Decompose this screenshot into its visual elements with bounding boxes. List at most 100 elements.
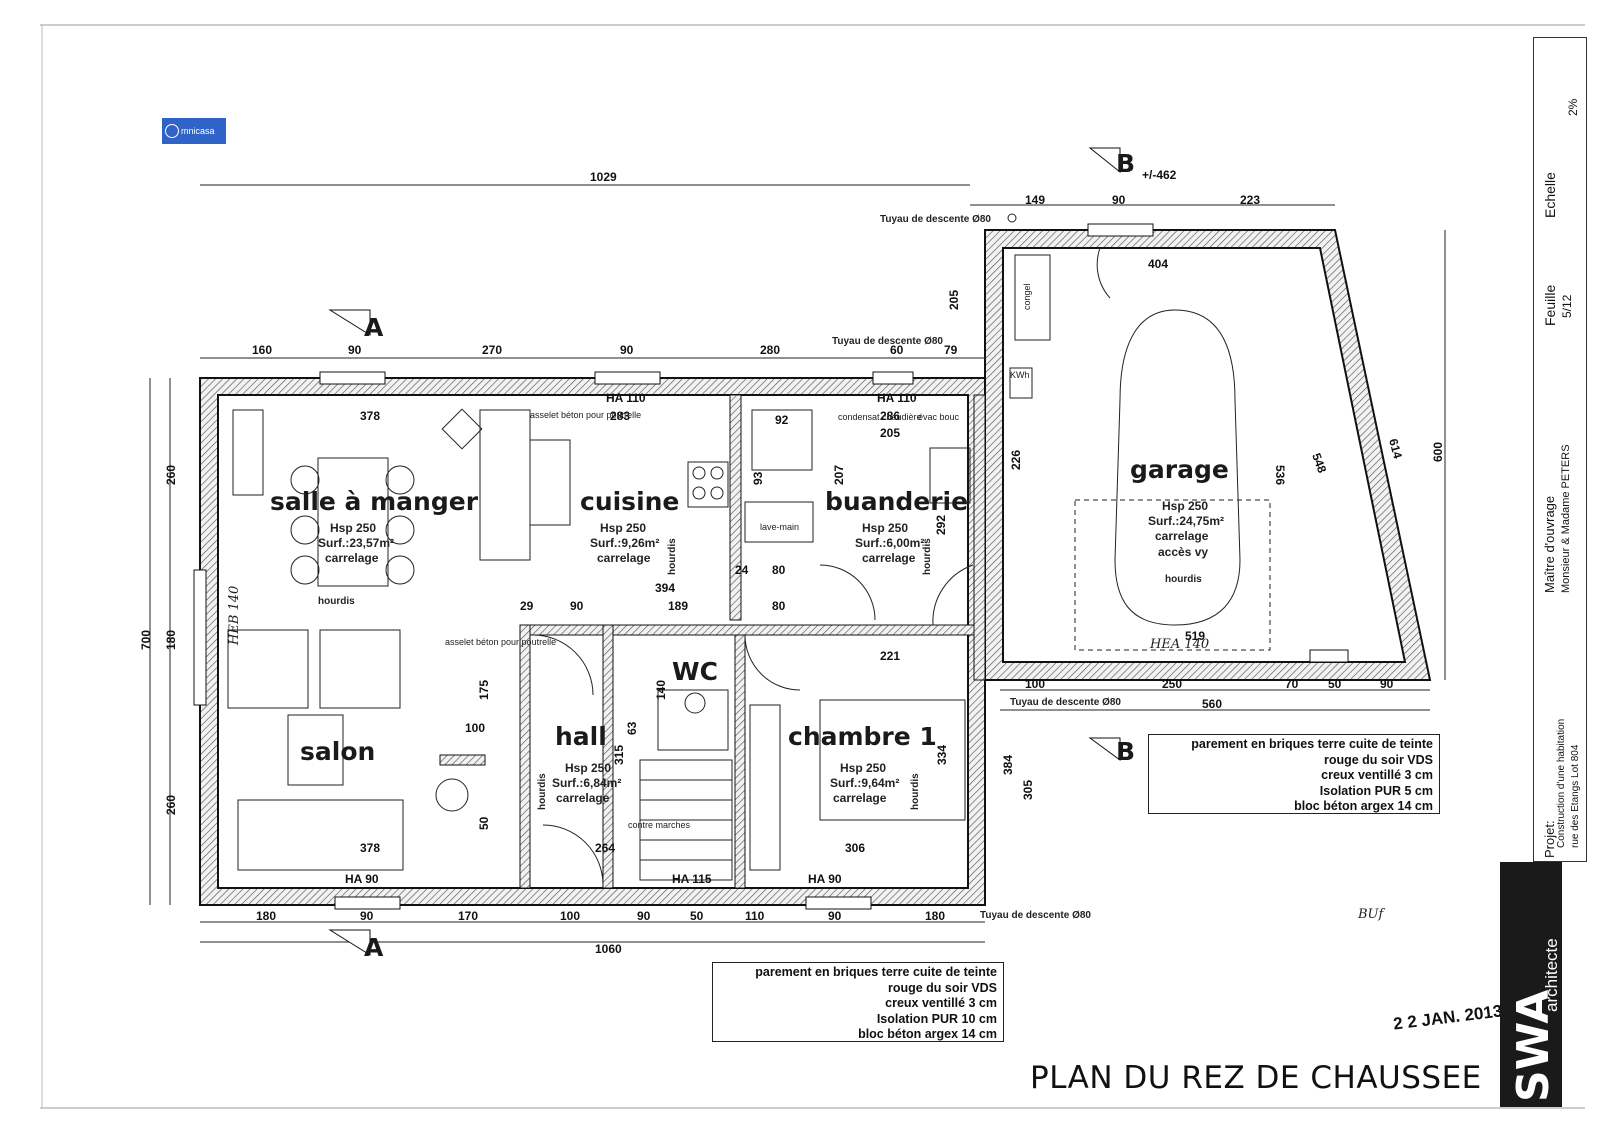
dim-bottom-total: 1060: [595, 942, 622, 956]
dim-interior: 207: [832, 465, 846, 485]
room-surface: Surf.:6,00m²: [855, 536, 924, 550]
room-floor: carrelage: [597, 551, 651, 565]
cooktop: [687, 461, 729, 508]
logo-text: mnicasa: [181, 126, 215, 136]
wall-interior: [729, 394, 742, 621]
cartouche-feuille-value: 5/12: [1560, 294, 1574, 318]
window: [193, 569, 207, 706]
cartouche-maitre-label: Maître d'ouvrage: [1542, 495, 1557, 593]
dim-bottom: 100: [560, 909, 580, 923]
room-name-chambre: chambre 1: [788, 722, 937, 751]
room-floor: carrelage: [1155, 529, 1209, 543]
room-name-salle: salle à manger: [270, 487, 479, 516]
note-line: Isolation PUR 5 cm: [1319, 783, 1433, 798]
dim-interior: 264: [595, 841, 615, 855]
downpipe-icon: [1007, 213, 1017, 223]
door-swing: [542, 824, 604, 886]
shower-tray: [751, 409, 813, 471]
door-swing: [532, 634, 594, 696]
cartouche-feuille-label: Feuille: [1542, 284, 1558, 326]
room-hsp: Hsp 250: [862, 521, 908, 535]
burner: [710, 486, 724, 500]
beam-label: HA 115: [672, 872, 712, 886]
dim-interior: 292: [934, 515, 948, 535]
window: [334, 896, 401, 910]
note-line: creux ventillé 3 cm: [885, 996, 997, 1010]
dim-interior: 92: [775, 413, 789, 427]
dim-interior: 378: [360, 841, 380, 855]
room-floor: carrelage: [862, 551, 916, 565]
dim-bottom: 90: [360, 909, 374, 923]
dim-interior: 189: [668, 599, 688, 613]
section-marker-icon: [1088, 147, 1121, 174]
dim-left-total: 700: [139, 630, 153, 650]
label-lave-main: lave-main: [760, 522, 799, 532]
label-evac: évac bouc: [918, 412, 960, 422]
plant-stand: [441, 408, 483, 450]
dim-top: 90: [348, 343, 362, 357]
dim-interior: 384: [1001, 755, 1015, 775]
desk-chair: [435, 778, 469, 812]
swa-logo: SWA architecte: [1500, 862, 1562, 1107]
beam-label: HA 90: [345, 872, 379, 886]
room-hsp: Hsp 250: [840, 761, 886, 775]
cartouche-maitre-value: Monsieur & Madame PETERS: [1560, 444, 1572, 593]
label-asselet: asselet béton pour poutrelle: [445, 637, 556, 647]
beam-label: HEA 140: [1149, 637, 1209, 652]
section-b-bottom: B: [1116, 737, 1135, 766]
label-tuyau: Tuyau de descente Ø80: [832, 336, 943, 347]
dim-garage-bottom: 250: [1162, 677, 1182, 691]
dim-interior: 221: [880, 649, 900, 663]
dim-garage-bottom: 70: [1285, 677, 1299, 691]
dim-top: 90: [620, 343, 634, 357]
label-hourdis: hourdis: [537, 773, 548, 810]
dim-top: 270: [482, 343, 502, 357]
window: [872, 371, 914, 385]
dim-level: +/-462: [1142, 168, 1177, 182]
dim-interior: 80: [772, 563, 786, 577]
dim-garage-right: 600: [1431, 442, 1445, 462]
door-swing: [932, 564, 974, 626]
dim-interior: 306: [845, 841, 865, 855]
room-hsp: Hsp 250: [330, 521, 376, 535]
dim-interior: 394: [655, 581, 675, 595]
dim-top: 160: [252, 343, 272, 357]
dim-interior: 24: [735, 563, 749, 577]
door-swing: [819, 564, 876, 621]
dim-interior: 175: [477, 680, 491, 700]
dim-interior: 378: [360, 409, 380, 423]
swa-brand-sub: architecte: [1542, 938, 1561, 1012]
dim-interior: 315: [612, 745, 626, 765]
dim-top-total: 1029: [590, 170, 617, 184]
room-floor: carrelage: [325, 551, 379, 565]
dim-interior: 50: [477, 816, 491, 830]
dim-left: 180: [164, 630, 178, 650]
dim-garage-top: 149: [1025, 193, 1045, 207]
wardrobe: [749, 704, 781, 871]
beam-label: HEB 140: [227, 586, 242, 646]
note-line: parement en briques terre cuite de teint…: [1191, 737, 1433, 751]
beam-label: HA 90: [808, 872, 842, 886]
electric-meter: [1009, 367, 1033, 399]
dim-top: 60: [890, 343, 904, 357]
label-tuyau: Tuyau de descente Ø80: [880, 214, 991, 225]
sofa: [237, 799, 404, 871]
window: [1087, 223, 1154, 237]
dim-interior: 286: [880, 409, 900, 423]
dim-garage-bottom: 100: [1025, 677, 1045, 691]
cartouche-projet-value: Construction d'une habitation: [1556, 718, 1567, 848]
dim-garage-bottom: 90: [1380, 677, 1394, 691]
note-garage-wall: parement en briques terre cuite de teint…: [1148, 734, 1440, 814]
room-surface: Surf.:6,84m²: [552, 776, 621, 790]
toilet: [684, 692, 706, 714]
label-hourdis: hourdis: [667, 538, 678, 575]
note-line: rouge du soir VDS: [887, 980, 997, 995]
label-hourdis: hourdis: [922, 538, 933, 575]
beam-label: HA 110: [877, 391, 917, 405]
wall-interior: [734, 634, 746, 889]
cartouche-projet-label: Projet:: [1542, 820, 1557, 858]
dim-top: 280: [760, 343, 780, 357]
label-condensat: condensat chaudière: [838, 412, 922, 422]
chair: [290, 465, 320, 495]
